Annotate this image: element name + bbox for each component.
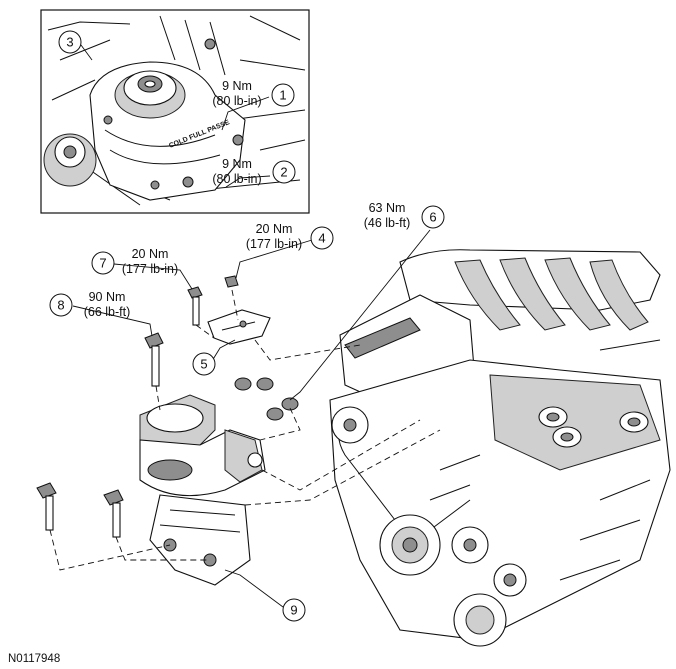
callout-7-number: 7	[99, 256, 106, 271]
callout-5-number: 5	[200, 357, 207, 372]
callout-2-number: 2	[280, 165, 287, 180]
callout-5: 5	[192, 352, 216, 376]
callout-8-number: 8	[57, 298, 64, 313]
callout-2-torque-imperial: (80 lb-in)	[212, 172, 261, 186]
assembly-lines	[49, 289, 441, 571]
callout-leaders	[72, 44, 431, 608]
callout-9: 9	[282, 598, 306, 622]
nut-4	[224, 275, 239, 288]
callout-6-torque-imperial: (46 lb-ft)	[364, 216, 411, 230]
callout-7-torque-metric: 20 Nm	[132, 247, 169, 261]
callout-7-torque-imperial: (177 lb-in)	[122, 262, 178, 276]
callout-6-number: 6	[429, 210, 436, 225]
callout-8-torque-metric: 90 Nm	[89, 290, 126, 304]
bolt-7	[187, 286, 203, 326]
bolt-8	[144, 332, 164, 387]
mount-bracket	[207, 309, 271, 345]
figure-id: N0117948	[8, 653, 60, 665]
callout-6: 6 63 Nm (46 lb-ft)	[364, 201, 445, 230]
engine-mount	[139, 394, 266, 586]
callout-2: 2 9 Nm (80 lb-in)	[212, 157, 296, 186]
callout-4-number: 4	[318, 231, 325, 246]
lower-bolt-right	[103, 489, 124, 538]
callout-8-torque-imperial: (66 lb-ft)	[84, 305, 131, 319]
callout-4-torque-imperial: (177 lb-in)	[246, 237, 302, 251]
callout-1-number: 1	[279, 88, 286, 103]
callout-9-number: 9	[290, 603, 297, 618]
callout-2-torque-metric: 9 Nm	[222, 157, 252, 171]
callout-1-torque-metric: 9 Nm	[222, 79, 252, 93]
lower-bolt-left	[36, 482, 57, 531]
callout-4: 4 20 Nm (177 lb-in)	[246, 222, 334, 251]
callout-7: 7 20 Nm (177 lb-in)	[91, 247, 178, 276]
engine-assembly	[329, 249, 671, 647]
fasteners	[36, 275, 299, 538]
callout-4-torque-metric: 20 Nm	[256, 222, 293, 236]
callout-8: 8 90 Nm (66 lb-ft)	[49, 290, 131, 319]
inset-detail	[40, 9, 310, 214]
callout-6-torque-metric: 63 Nm	[369, 201, 406, 215]
callout-3: 3	[58, 30, 82, 54]
callout-1-torque-imperial: (80 lb-in)	[212, 94, 261, 108]
callout-3-number: 3	[66, 35, 73, 50]
callout-1: 1 9 Nm (80 lb-in)	[212, 79, 295, 108]
